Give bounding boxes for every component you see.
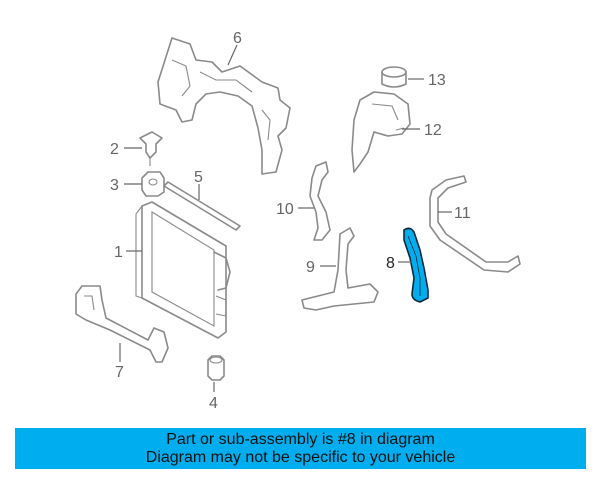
part-12-coolant-reservoir [351,91,411,173]
part-2-push-pin [139,131,163,166]
part-6-air-guide [157,37,291,175]
part-7-lower-bracket [75,285,169,363]
callout-12: 12 [424,122,442,139]
callout-8: 8 [386,255,395,272]
info-banner: Part or sub-assembly is #8 in diagram Di… [15,428,586,469]
callout-7: 7 [115,364,124,381]
callout-1: 1 [114,244,123,261]
part-3-grommet [141,171,165,197]
parts-diagram: 6 2 3 5 1 7 4 1 [75,30,521,412]
callout-5: 5 [194,169,203,186]
callout-2: 2 [110,141,119,158]
part-9-lower-hose [301,227,379,311]
callout-3: 3 [110,177,119,194]
callout-6: 6 [233,30,242,47]
part-13-reservoir-cap [381,66,407,88]
banner-line-1: Part or sub-assembly is #8 in diagram [166,430,435,448]
part-8-hose-highlighted [403,227,429,303]
part-10-upper-hose [309,161,331,241]
part-4-mount-bushing [207,355,225,381]
callout-10: 10 [276,201,294,218]
banner-line-2: Diagram may not be specific to your vehi… [145,448,456,466]
callout-4: 4 [209,395,218,412]
callout-9: 9 [306,259,315,276]
part-11-return-hose [429,175,521,273]
callout-11: 11 [454,205,471,222]
leader-6 [227,44,238,66]
part-1-radiator [135,201,231,339]
part-5-seal-strip [163,181,241,231]
callout-13: 13 [428,72,446,89]
